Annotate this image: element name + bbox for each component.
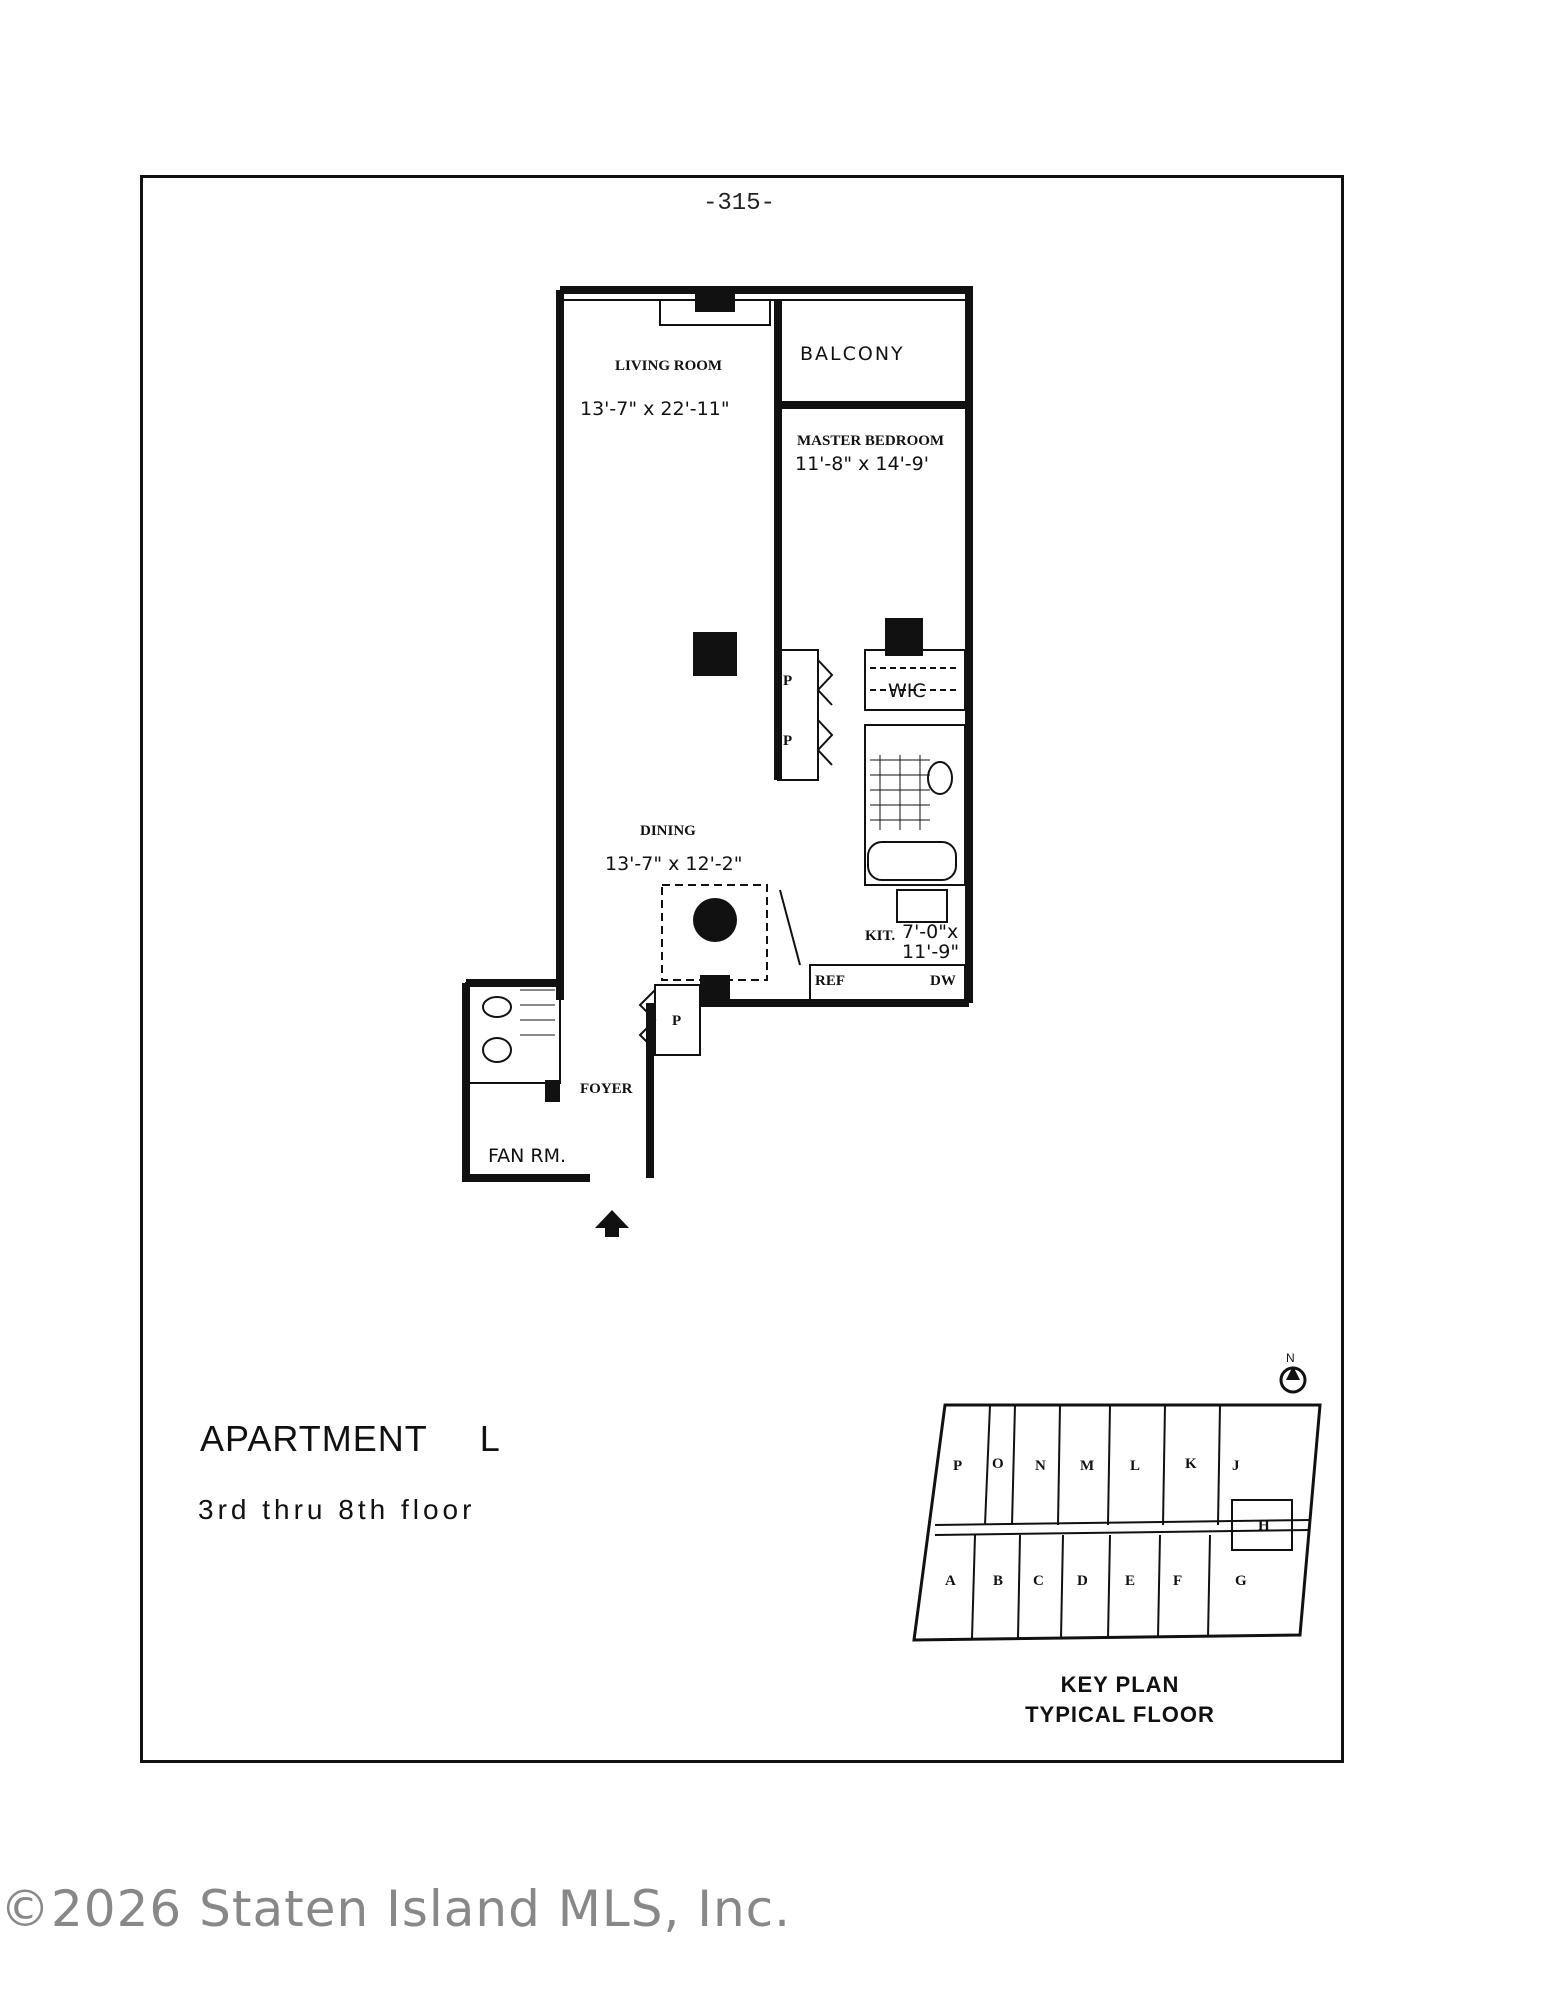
key-plan-units: P O N M L K J H A B C D E F G (945, 1456, 1270, 1589)
kitchen-dims-a: 7'-0"x (902, 921, 958, 943)
living-room-dims: 13'-7" x 22'-11" (580, 398, 730, 420)
kitchen-counter (809, 964, 966, 1001)
dining-table (693, 898, 737, 942)
key-plan-caption: KEY PLAN TYPICAL FLOOR (990, 1670, 1250, 1730)
column-living (693, 632, 737, 676)
key-unit-h: H (1258, 1518, 1270, 1534)
closet-mark-b: P (783, 733, 792, 749)
master-bedroom-label: MASTER BEDROOM (797, 433, 944, 449)
wic-label: WIC (888, 680, 926, 702)
column-foyer (545, 1080, 560, 1102)
dining-dims: 13'-7" x 12'-2" (605, 853, 743, 875)
key-plan (912, 1403, 1322, 1642)
plan-frame (140, 175, 1344, 1763)
kitchen-dims-b: 11'-9" (902, 941, 959, 963)
copyright-watermark: ©2026 Staten Island MLS, Inc. (0, 1880, 792, 1938)
window-mullion (695, 290, 735, 312)
cooktop (896, 889, 948, 923)
apartment-unit: L (479, 1418, 501, 1459)
key-unit-g: G (1235, 1573, 1247, 1589)
closet-a (777, 649, 819, 781)
key-unit-l: L (1130, 1458, 1140, 1474)
bath-outline (864, 724, 966, 886)
powder-room (465, 982, 561, 1084)
closet-doors-a (816, 659, 834, 766)
bath-hatch (520, 755, 930, 1036)
key-plan-caption-line1: KEY PLAN (1060, 1672, 1180, 1697)
key-unit-n: N (1035, 1458, 1046, 1474)
appliance-ref: REF (815, 973, 845, 989)
bathtub (867, 841, 957, 881)
key-plan-caption-line2: TYPICAL FLOOR (1025, 1702, 1215, 1727)
apartment-title: APARTMENT L (200, 1418, 501, 1460)
north-label: N (1286, 1351, 1295, 1365)
closet-mark-a: P (783, 673, 792, 689)
living-room-label: LIVING ROOM (615, 358, 722, 374)
key-unit-b: B (993, 1573, 1003, 1589)
appliance-dw: DW (930, 973, 956, 989)
apartment-title-text: APARTMENT (200, 1418, 428, 1459)
toilet (927, 761, 953, 795)
key-unit-c: C (1033, 1573, 1044, 1589)
key-unit-f: F (1173, 1573, 1182, 1589)
key-unit-o: O (992, 1456, 1004, 1472)
key-unit-e: E (1125, 1573, 1135, 1589)
entry-arrow-icon (595, 1210, 629, 1228)
key-unit-p: P (953, 1458, 962, 1474)
dining-label: DINING (640, 823, 696, 839)
key-unit-d: D (1077, 1573, 1088, 1589)
fan-room-label: FAN RM. (488, 1145, 566, 1167)
column-bedroom (885, 618, 923, 656)
page-number: -315- (703, 190, 776, 217)
key-unit-a: A (945, 1573, 956, 1589)
column-kitchen (700, 975, 730, 1003)
foyer-closet-mark: P (672, 1013, 681, 1029)
foyer-label: FOYER (580, 1081, 633, 1097)
key-plan-outline (912, 1403, 1322, 1642)
living-window (659, 300, 771, 326)
key-unit-m: M (1080, 1458, 1094, 1474)
key-unit-k: K (1185, 1456, 1197, 1472)
powder-sink (482, 1037, 512, 1063)
apartment-floors: 3rd thru 8th floor (198, 1494, 476, 1525)
north-arrow-icon: N (1279, 1351, 1307, 1394)
foyer-closet-doors (638, 989, 657, 1051)
kitchen-label: KIT. (865, 928, 895, 944)
key-unit-j: J (1232, 1458, 1240, 1474)
powder-toilet (482, 996, 512, 1018)
balcony-label: BALCONY (800, 343, 905, 365)
master-bedroom-dims: 11'-8" x 14'-9' (795, 453, 929, 475)
